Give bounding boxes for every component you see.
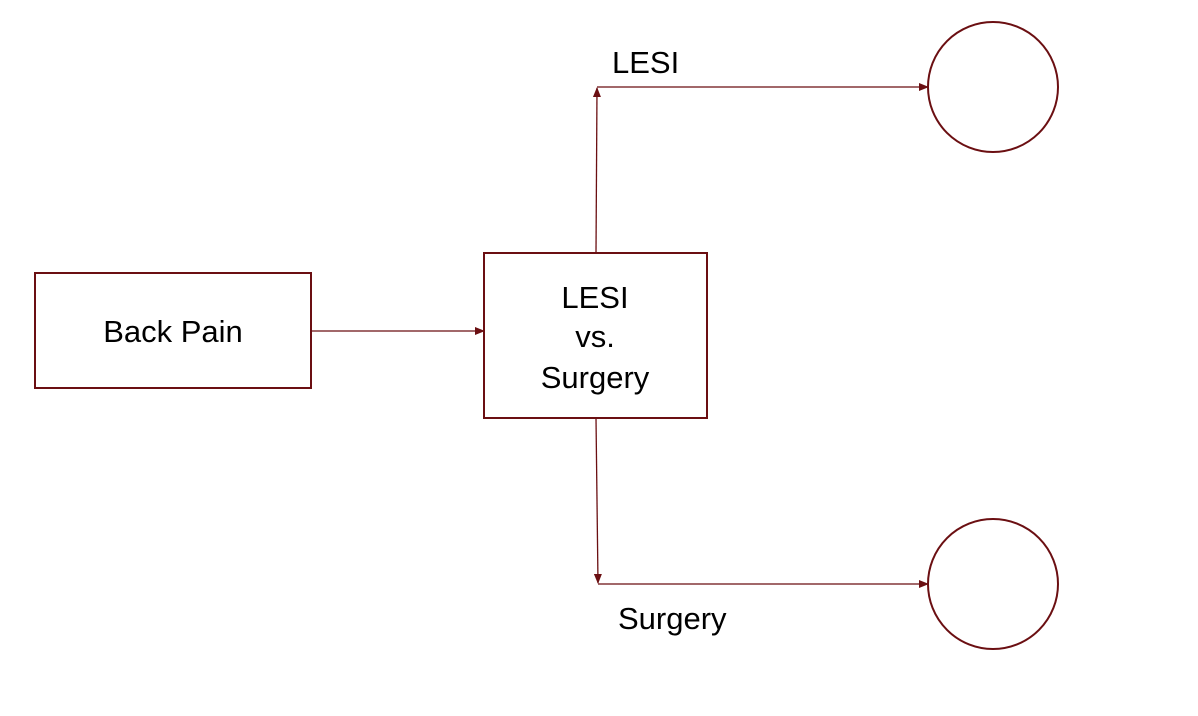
surgery-branch: Surgery: [593, 417, 929, 636]
lesi-branch-label: LESI: [612, 45, 679, 80]
back-pain-node: Back Pain: [34, 272, 312, 389]
back-pain-box: [34, 272, 312, 389]
decision-label-line-2: vs.: [575, 319, 615, 354]
lesi-branch: LESI: [592, 45, 929, 254]
back-pain-label: Back Pain: [103, 314, 243, 349]
decision-node: LESI vs. Surgery: [483, 252, 708, 419]
lesi-outcome-node: [927, 21, 1059, 153]
surgery-branch-vertical-arrow: [593, 417, 602, 584]
decision-label-line-1: LESI: [561, 280, 628, 315]
surgery-branch-label: Surgery: [618, 601, 727, 636]
decision-label-line-3: Surgery: [541, 360, 650, 395]
lesi-branch-vertical-arrow: [592, 87, 601, 254]
surgery-outcome-node: [927, 518, 1059, 650]
decision-box: [483, 252, 708, 419]
